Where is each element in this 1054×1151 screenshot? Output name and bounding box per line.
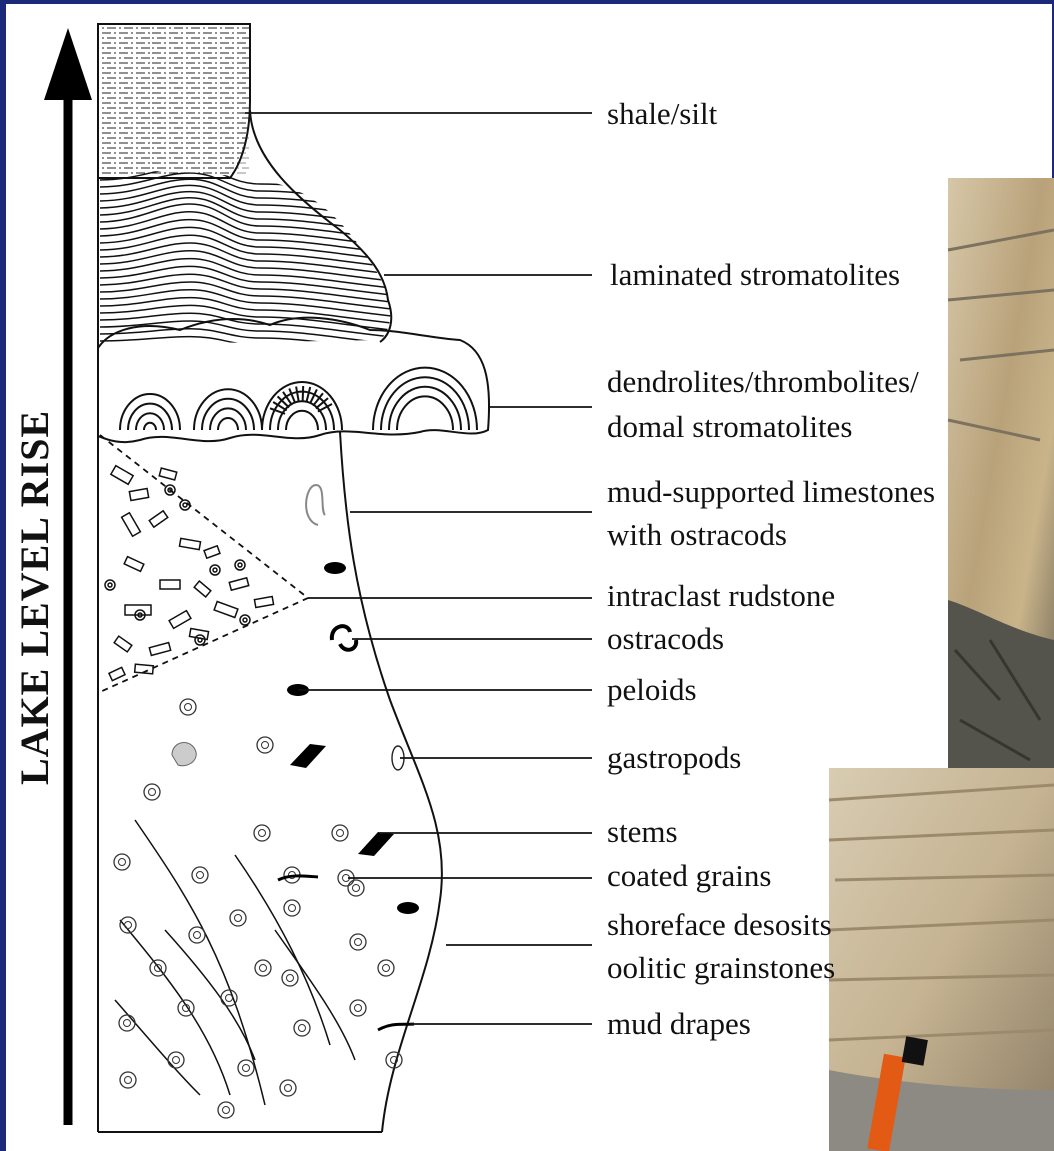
label-laminated-stromatolites: laminated stromatolites (610, 257, 900, 292)
label-gastropods: gastropods (607, 740, 741, 775)
label-shale-silt: shale/silt (607, 96, 718, 131)
label-peloids: peloids (607, 672, 697, 707)
axis-label: LAKE LEVEL RISE (12, 410, 57, 785)
outcrop-photo-lower (829, 768, 1054, 1151)
label-dendrolites-line2: domal stromatolites (607, 409, 852, 444)
shale-silt-unit (98, 24, 250, 178)
label-shoreface-line2: oolitic grainstones (607, 950, 835, 985)
label-stems: stems (607, 814, 678, 849)
label-ostracods: ostracods (607, 621, 724, 656)
label-dendrolites-line1: dendrolites/thrombolites/ (607, 364, 919, 399)
label-coated-grains: coated grains (607, 858, 771, 893)
peloid-icon (324, 562, 346, 574)
peloid-icon (397, 902, 419, 914)
dome-tick (303, 386, 304, 402)
label-intraclast-rudstone: intraclast rudstone (607, 578, 835, 613)
label-mud-supported-line1: mud-supported limestones (607, 474, 935, 509)
label-mud-supported-line2: with ostracods (607, 517, 787, 552)
label-mud-drapes: mud drapes (607, 1006, 751, 1041)
label-shoreface-line1: shoreface desosits (607, 907, 832, 942)
outcrop-photo-upper (948, 178, 1054, 778)
